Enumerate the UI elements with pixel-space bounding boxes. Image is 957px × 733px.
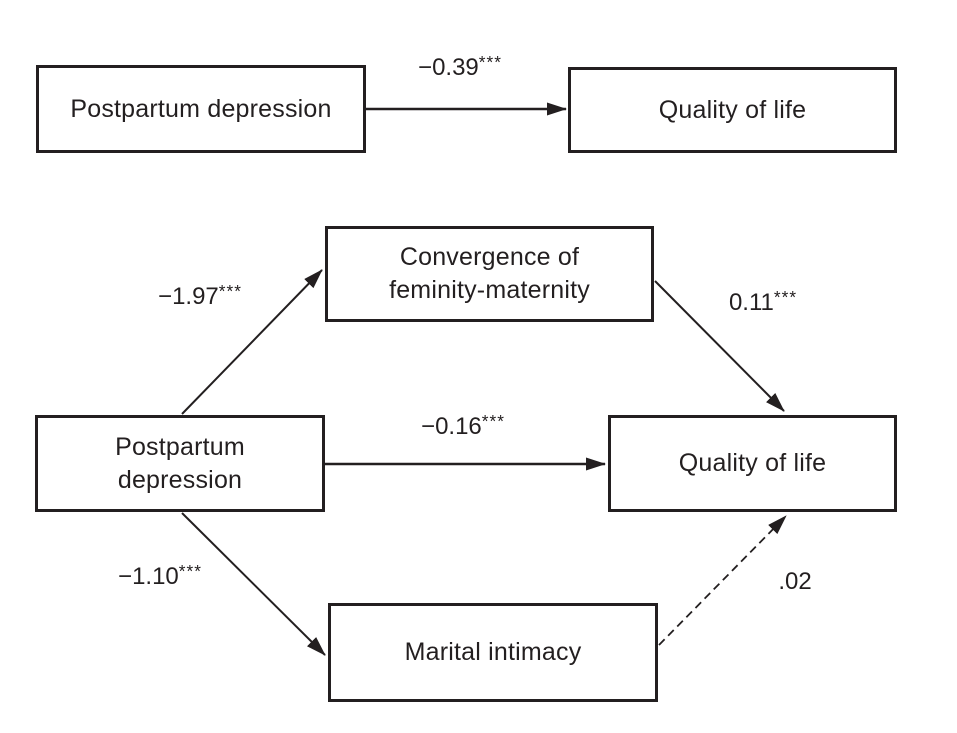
box-postpartum-depression-total: Postpartum depression xyxy=(36,65,366,153)
box-convergence-feminity-maternity: Convergence of feminity-maternity xyxy=(325,226,654,322)
arrow-convergence-to-qol xyxy=(654,280,785,412)
box-label: Marital intimacy xyxy=(404,638,582,666)
significance-stars: *** xyxy=(218,280,242,301)
arrow-ppd-to-convergence xyxy=(181,269,323,415)
coef-ppd-to-convergence: −1.97*** xyxy=(158,281,242,311)
box-postpartum-depression: Postpartum depression xyxy=(35,415,325,512)
arrow-marital-to-qol-dashed xyxy=(658,515,787,646)
significance-stars: *** xyxy=(178,560,202,581)
coef-ppd-to-qol-direct: −0.16*** xyxy=(421,411,505,441)
coef-convergence-to-qol: 0.11*** xyxy=(729,287,797,317)
coef-value: −1.10 xyxy=(118,563,179,591)
box-label: Quality of life xyxy=(678,449,827,477)
box-label: Quality of life xyxy=(658,95,807,124)
coef-value: −0.16 xyxy=(421,413,482,441)
box-label: Convergence of feminity-maternity xyxy=(389,243,590,304)
significance-stars: *** xyxy=(478,51,502,72)
arrow-ppd-to-marital xyxy=(181,512,326,656)
box-marital-intimacy: Marital intimacy xyxy=(328,603,658,702)
coef-marital-to-qol: .02 xyxy=(778,566,811,596)
coef-value: 0.11 xyxy=(728,289,774,317)
box-quality-of-life-total: Quality of life xyxy=(568,67,897,153)
coef-total-effect: −0.39*** xyxy=(418,52,502,82)
coef-ppd-to-marital: −1.10*** xyxy=(118,561,202,591)
significance-stars: *** xyxy=(773,286,798,307)
significance-stars: *** xyxy=(481,410,505,431)
box-quality-of-life: Quality of life xyxy=(608,415,897,512)
coef-value: −1.97 xyxy=(158,283,219,311)
coef-value: −0.39 xyxy=(418,54,479,82)
box-label: Postpartum depression xyxy=(115,432,245,494)
coef-value: .02 xyxy=(778,568,812,596)
box-label: Postpartum depression xyxy=(70,94,332,123)
